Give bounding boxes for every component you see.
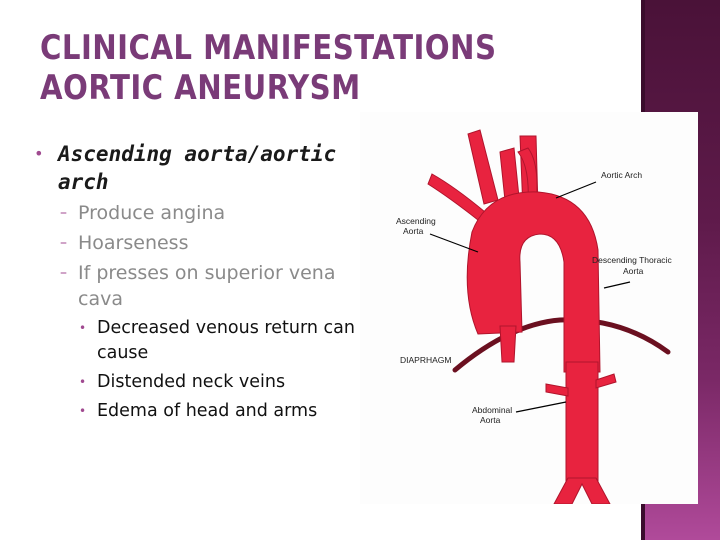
- bullet-marker: •: [79, 404, 87, 418]
- bullet-level2: – Hoarseness: [34, 230, 364, 256]
- arrow-abdominal: [515, 401, 567, 413]
- bullet-list: • Ascending aorta/aortic arch – Produce …: [34, 140, 364, 424]
- label-abdominal-line1: Abdominal: [472, 405, 512, 415]
- bullet-level1: • Ascending aorta/aortic arch: [34, 140, 364, 196]
- diaphragm-shape: [452, 317, 671, 373]
- label-descending-line1: Descending Thoracic: [592, 255, 672, 265]
- bullet-text: Distended neck veins: [97, 372, 286, 392]
- bullet-marker: •: [79, 375, 87, 389]
- branch-vessel: [427, 173, 486, 221]
- bullet-text: Hoarseness: [78, 232, 189, 254]
- label-diaphragm: DIAPRHAGM: [400, 355, 451, 365]
- aorta-diagram: Aortic Arch Ascending Aorta Descending T…: [360, 112, 698, 504]
- bullet-text: Edema of head and arms: [97, 401, 318, 421]
- branch-vessel: [499, 325, 517, 363]
- label-ascending-line1: Ascending: [396, 216, 436, 226]
- bullet-level3: • Distended neck veins: [34, 370, 364, 395]
- slide-title: CLINICAL MANIFESTATIONS AORTIC ANEURYSM: [40, 28, 547, 108]
- label-descending-line2: Aorta: [623, 266, 644, 276]
- bullet-level2: – If presses on superior vena cava: [34, 260, 364, 312]
- bullet-level2: – Produce angina: [34, 200, 364, 226]
- bullet-text: Decreased venous return can cause: [97, 318, 355, 363]
- arrow-aortic-arch: [555, 181, 597, 199]
- iliac-arteries: [553, 477, 611, 504]
- renal-branch: [595, 373, 617, 389]
- bullet-text: If presses on superior vena cava: [78, 262, 336, 310]
- title-line-1: CLINICAL MANIFESTATIONS: [40, 28, 497, 68]
- label-ascending-line2: Aorta: [403, 226, 424, 236]
- bullet-text: Produce angina: [78, 202, 226, 224]
- label-aortic-arch: Aortic Arch: [601, 170, 642, 180]
- arrow-ascending: [429, 233, 479, 253]
- abdominal-aorta-shape: [565, 361, 599, 483]
- dash-marker: –: [60, 265, 67, 281]
- renal-branch: [545, 383, 569, 397]
- dash-marker: –: [60, 235, 67, 251]
- bullet-text: Ascending aorta/aortic arch: [58, 142, 337, 194]
- branch-vessel: [467, 129, 499, 205]
- dash-marker: –: [60, 205, 67, 221]
- bullet-marker: •: [79, 321, 87, 335]
- aorta-illustration: Aortic Arch Ascending Aorta Descending T…: [396, 129, 672, 504]
- bullet-level3: • Decreased venous return can cause: [34, 316, 364, 366]
- label-abdominal-line2: Aorta: [480, 415, 501, 425]
- arrow-descending: [603, 281, 631, 289]
- bullet-level3: • Edema of head and arms: [34, 399, 364, 424]
- bullet-marker: •: [34, 144, 44, 163]
- title-line-2: AORTIC ANEURYSM: [40, 68, 361, 108]
